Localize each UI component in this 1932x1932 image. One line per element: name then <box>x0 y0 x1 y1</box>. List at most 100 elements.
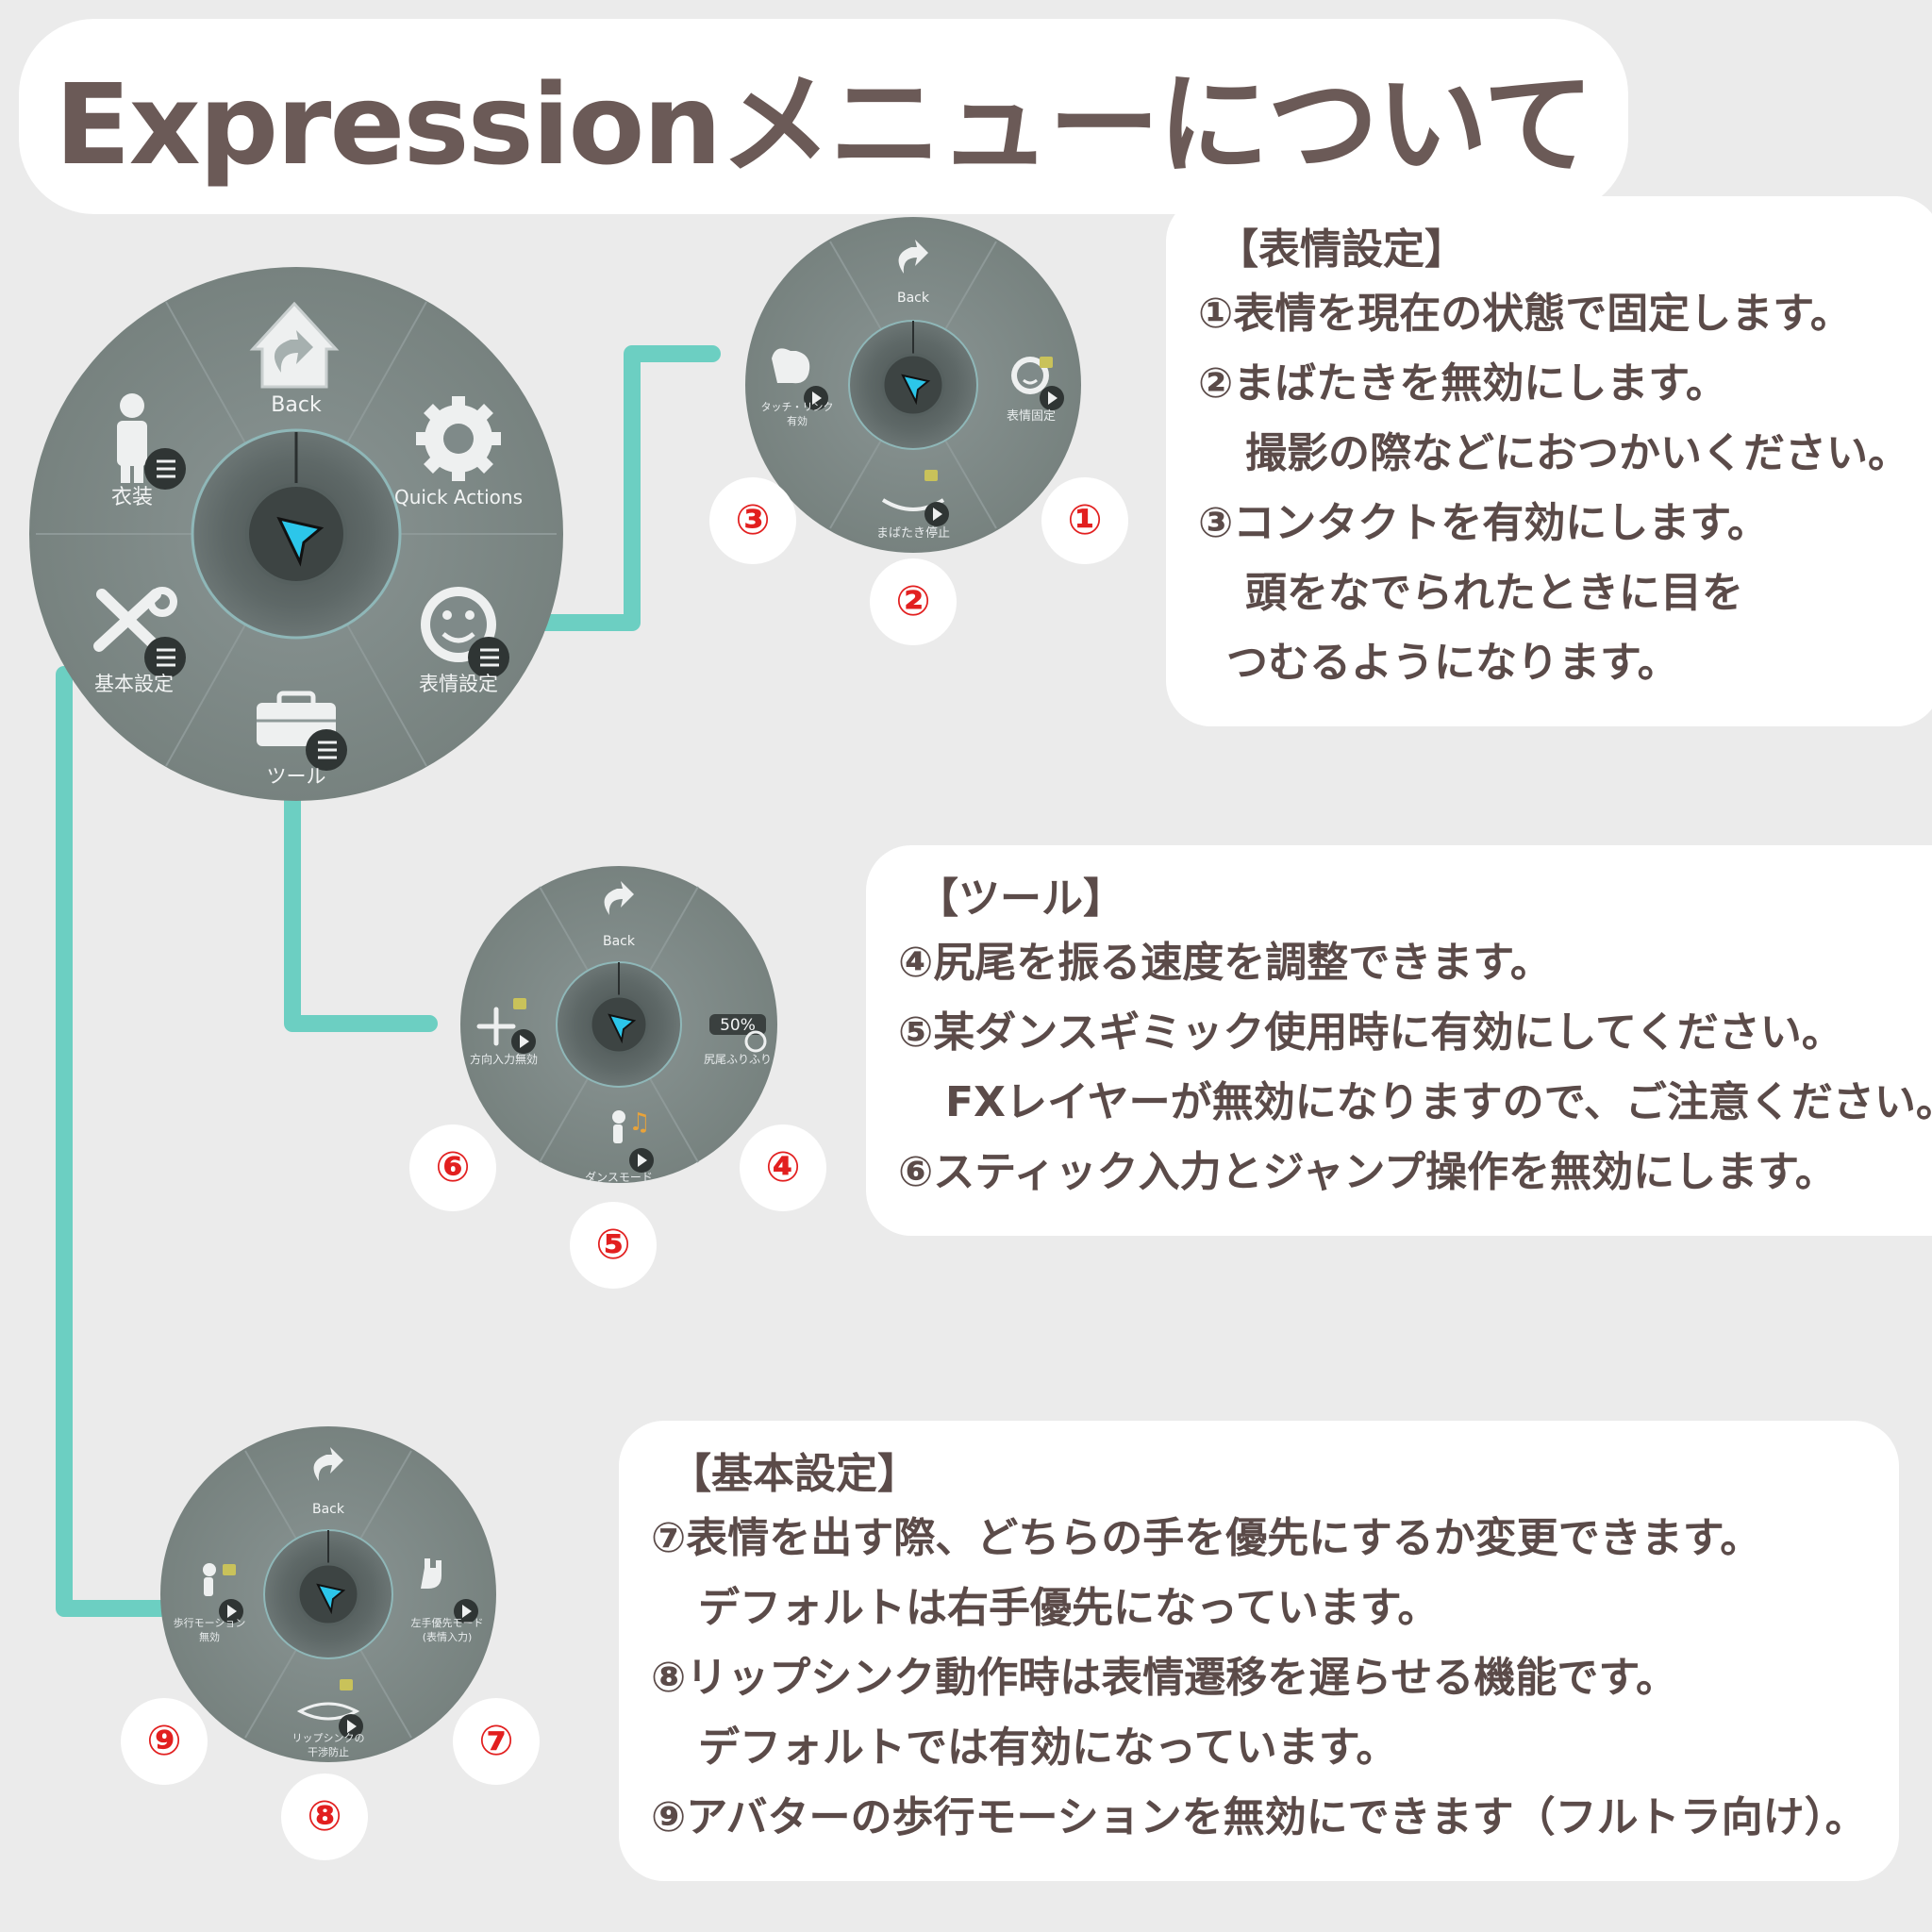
svg-text:歩行モーション: 歩行モーション <box>174 1616 246 1629</box>
lock-icon <box>513 998 526 1009</box>
cursor-icon <box>276 516 325 567</box>
blink-stop-item[interactable]: まばたき停止 <box>876 470 950 541</box>
svg-text:ダンスモード: ダンスモード <box>585 1170 653 1184</box>
cursor-icon <box>316 1583 346 1615</box>
costume-item[interactable]: 衣装 <box>111 393 186 509</box>
person-icon <box>117 393 147 483</box>
hand-touch-icon <box>772 348 810 384</box>
expression-line-6: つむるようになります。 <box>1226 639 1679 687</box>
basic-line-4: デフォルトでは有効になっています。 <box>698 1724 1398 1772</box>
tool-radial-menu: Back 方向入力無効 50% 尻尾ふりふり ♫ ダン <box>460 866 777 1184</box>
expression-settings-label: 表情設定 <box>419 673 498 695</box>
lock-icon <box>1040 357 1053 368</box>
back-arrow-icon <box>898 240 928 274</box>
main-radial-menu: Back 衣装 <box>29 267 563 801</box>
tool-line-2: ⑤某ダンスギミック使用時に有効にしてください。 <box>898 1008 1843 1057</box>
reset-icon <box>744 1030 767 1053</box>
basic-line-3: ⑧リップシンク動作時は表情遷移を遅らせる機能です。 <box>651 1654 1677 1702</box>
badge-2: ② <box>870 558 957 645</box>
svg-text:Back: Back <box>603 934 636 949</box>
wrench-icon <box>93 587 177 652</box>
badge-8: ⑧ <box>281 1774 368 1860</box>
dance-mode-item[interactable]: ♫ ダンスモード <box>585 1108 654 1184</box>
tool-description: 【ツール】 ④尻尾を振る速度を調整できます。 ⑤某ダンスギミック使用時に有効にし… <box>874 853 1932 1228</box>
tool-line-1: ④尻尾を振る速度を調整できます。 <box>898 939 1552 987</box>
basic-line-1: ⑦表情を出す際、どちらの手を優先にするか変更できます。 <box>651 1514 1762 1562</box>
svg-text:まばたき停止: まばたき停止 <box>876 525 950 541</box>
costume-label: 衣装 <box>111 486 153 509</box>
cursor-icon <box>608 1013 637 1044</box>
move-arrows-icon <box>476 1007 516 1046</box>
lock-icon <box>924 470 938 481</box>
expression-settings-item[interactable]: 表情設定 <box>419 587 509 695</box>
svg-text:50%: 50% <box>720 1016 756 1035</box>
basic-heading: 【基本設定】 <box>670 1450 919 1498</box>
quick-actions-item[interactable]: Quick Actions <box>394 396 523 508</box>
svg-text:左手優先モード: 左手優先モード <box>411 1616 484 1629</box>
expression-description: 【表情設定】 ①表情を現在の状態で固定します。 ②まばたきを無効にします。 撮影… <box>1174 204 1932 719</box>
tail-wag-item[interactable]: 50% 尻尾ふりふり <box>704 1014 772 1066</box>
svg-text:有効: 有効 <box>787 414 808 427</box>
tools-item[interactable]: ツール <box>257 691 347 788</box>
expression-line-4: ③コンタクトを有効にします。 <box>1198 499 1769 547</box>
back-item[interactable]: Back <box>603 881 636 949</box>
badge-3: ③ <box>709 477 796 564</box>
quick-actions-label: Quick Actions <box>394 486 523 508</box>
svg-text:(表情入力): (表情入力) <box>423 1630 473 1643</box>
basic-description: 【基本設定】 ⑦表情を出す際、どちらの手を優先にするか変更できます。 デフォルト… <box>626 1428 1891 1874</box>
basic-settings-label: 基本設定 <box>94 673 174 695</box>
walking-person-icon <box>203 1563 216 1596</box>
svg-text:尻尾ふりふり: 尻尾ふりふり <box>704 1053 772 1066</box>
expression-line-3: 撮影の際などにおつかいください。 <box>1245 429 1909 477</box>
back-item[interactable]: Back <box>312 1447 345 1517</box>
badge-6: ⑥ <box>409 1124 496 1211</box>
lipsync-interference-item[interactable]: リップシンクの 干渉防止 <box>292 1679 365 1758</box>
tool-line-3: FXレイヤーが無効になりますので、ご注意ください。 <box>945 1078 1932 1126</box>
svg-text:Back: Back <box>897 291 930 306</box>
basic-line-2: デフォルトは右手優先になっています。 <box>698 1584 1440 1632</box>
basic-settings-item[interactable]: 基本設定 <box>93 587 186 695</box>
connector-lines <box>56 345 721 1617</box>
svg-text:干渉防止: 干渉防止 <box>308 1745 349 1758</box>
lock-icon <box>223 1564 236 1575</box>
badge-9: ⑨ <box>121 1698 208 1785</box>
lock-icon <box>340 1679 353 1690</box>
back-arrow-icon <box>604 881 634 915</box>
expression-heading: 【表情設定】 <box>1217 225 1466 274</box>
badge-1: ① <box>1041 477 1128 564</box>
connector-tools <box>284 784 438 1032</box>
tool-line-4: ⑥スティック入力とジャンプ操作を無効にします。 <box>898 1148 1837 1196</box>
touch-link-item[interactable]: タッチ・リンク 有効 <box>761 348 834 427</box>
expression-line-1: ①表情を現在の状態で固定します。 <box>1198 290 1852 338</box>
svg-text:リップシンクの: リップシンクの <box>292 1732 365 1744</box>
badge-5: ⑤ <box>570 1202 657 1289</box>
cursor-icon <box>901 374 931 406</box>
home-back-icon[interactable]: Back <box>249 301 340 417</box>
walking-person-icon <box>612 1110 625 1143</box>
connector-basic <box>56 666 169 1617</box>
badge-4: ④ <box>740 1124 826 1211</box>
expression-radial-menu: Back タッチ・リンク 有効 表情固定 まばたき停止 <box>745 217 1081 553</box>
direction-input-disable-item[interactable]: 方向入力無効 <box>470 998 538 1066</box>
mouth-icon <box>296 1702 360 1721</box>
hand-icon <box>421 1558 441 1589</box>
back-item[interactable]: Back <box>897 240 930 306</box>
music-note-icon: ♫ <box>628 1108 650 1137</box>
svg-text:Back: Back <box>312 1502 345 1517</box>
page-title: Expressionメニューについて <box>28 28 1619 205</box>
svg-text:無効: 無効 <box>199 1630 220 1643</box>
expression-lock-item[interactable]: 表情固定 <box>1007 357 1064 424</box>
tools-label: ツール <box>267 765 326 788</box>
back-arrow-icon <box>313 1447 343 1481</box>
left-hand-priority-item[interactable]: 左手優先モード (表情入力) <box>411 1558 484 1643</box>
back-label: Back <box>271 393 322 417</box>
gear-icon <box>416 396 501 481</box>
tool-heading: 【ツール】 <box>917 874 1124 923</box>
basic-line-5: ⑨アバターの歩行モーションを無効にできます（フルトラ向け）。 <box>651 1793 1867 1841</box>
radial-value-icon <box>709 1014 766 1035</box>
badge-7: ⑦ <box>453 1698 540 1785</box>
svg-text:表情固定: 表情固定 <box>1007 409 1056 424</box>
walk-motion-disable-item[interactable]: 歩行モーション 無効 <box>174 1563 246 1643</box>
connector-expression <box>520 345 721 631</box>
